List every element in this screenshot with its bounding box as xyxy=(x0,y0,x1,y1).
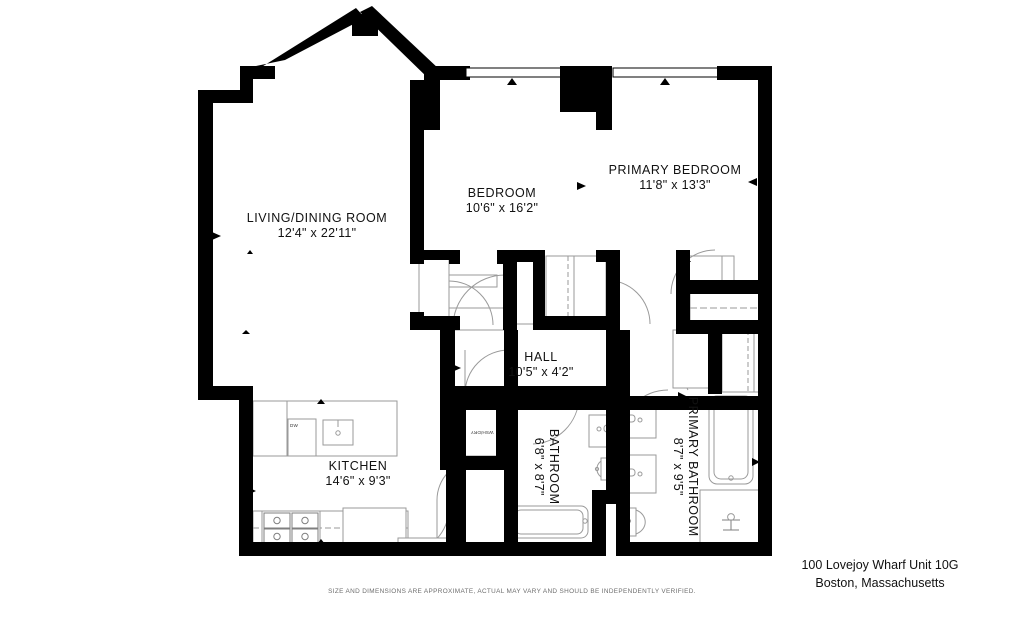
bedroom-closets xyxy=(418,255,651,331)
appliance-label-washer-dryer: WSH/DRY xyxy=(470,430,494,435)
disclaimer-text: SIZE AND DIMENSIONS ARE APPROXIMATE, ACT… xyxy=(328,588,696,595)
address-line-1: 100 Lovejoy Wharf Unit 10G xyxy=(801,558,959,572)
kitchen-fixtures xyxy=(252,400,409,547)
primary-bathroom-fixtures xyxy=(619,389,763,549)
appliance-label-dishwasher: DW xyxy=(290,423,299,428)
property-address: 100 Lovejoy Wharf Unit 10G Boston, Massa… xyxy=(760,556,1000,592)
address-line-2: Boston, Massachusetts xyxy=(815,576,945,591)
opening-markers xyxy=(212,44,760,544)
wall-layer xyxy=(198,6,772,556)
